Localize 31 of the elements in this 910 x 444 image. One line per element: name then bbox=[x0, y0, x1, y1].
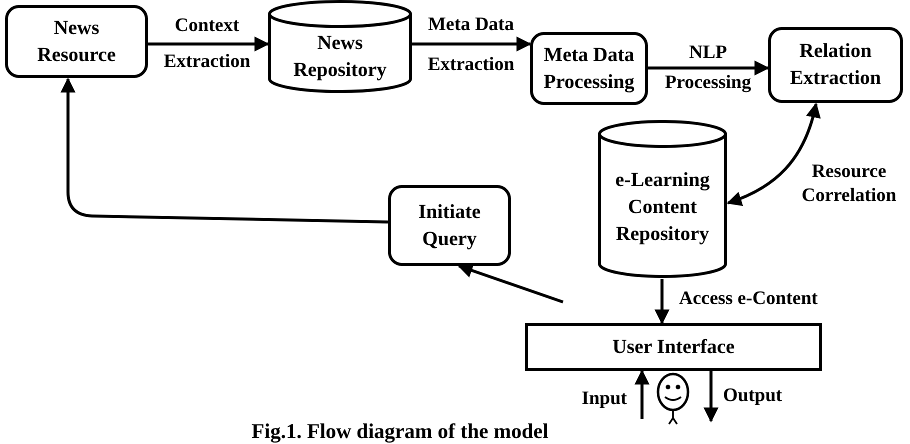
arrow bbox=[634, 370, 650, 419]
arrow bbox=[458, 263, 564, 304]
node-label: News Repository bbox=[292, 30, 388, 82]
arrow bbox=[60, 78, 388, 224]
edge-label: Input bbox=[580, 387, 627, 411]
arrow bbox=[726, 102, 820, 206]
arrow bbox=[704, 371, 718, 422]
database-cylinder bbox=[598, 120, 727, 278]
edge-label: Output bbox=[723, 384, 784, 408]
edge-label: Resource Correlation bbox=[800, 160, 898, 208]
edge-label: NLP Processing bbox=[664, 41, 752, 95]
process-box bbox=[5, 5, 148, 78]
node-label: e-Learning Content Repository bbox=[614, 168, 711, 246]
arrow bbox=[654, 279, 670, 324]
node-label: Relation Extraction bbox=[788, 39, 882, 91]
node-label: Meta Data Processing bbox=[542, 42, 636, 94]
node-label: User Interface bbox=[611, 334, 736, 360]
arrow bbox=[148, 36, 270, 52]
edge-label: Access e-Content bbox=[679, 287, 819, 311]
edge-label: Meta Data Extraction bbox=[426, 13, 516, 77]
edge-label: Context Extraction bbox=[162, 14, 252, 74]
process-box bbox=[530, 32, 648, 105]
interface-box bbox=[525, 323, 822, 371]
database-cylinder bbox=[268, 0, 412, 93]
process-box bbox=[768, 27, 903, 103]
process-box bbox=[388, 185, 511, 266]
figure-caption: Fig.1. Flow diagram of the model bbox=[250, 419, 550, 443]
arrow bbox=[648, 60, 770, 76]
arrow bbox=[412, 36, 532, 52]
node-label: News Resource bbox=[36, 16, 117, 68]
node-label: Initiate Query bbox=[417, 200, 482, 252]
